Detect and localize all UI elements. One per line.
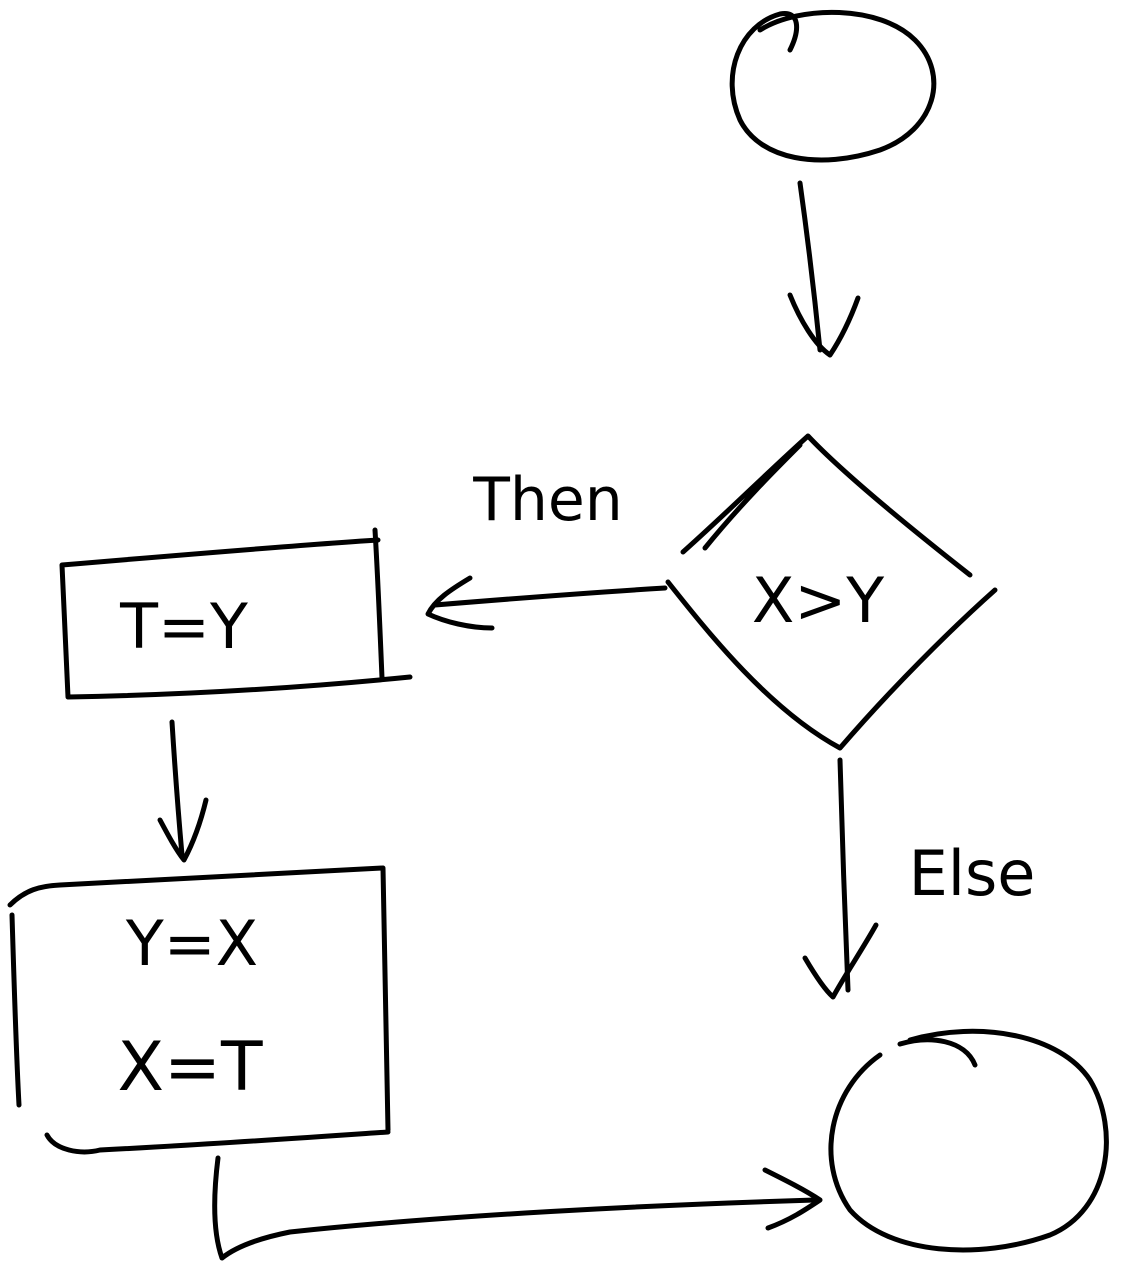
end-node	[828, 1028, 1109, 1253]
process-1-label: T=Y	[119, 590, 248, 663]
process-node-2: Y=X X=T	[7, 865, 391, 1155]
decision-node: X>Y	[665, 433, 998, 751]
start-node	[729, 9, 937, 163]
process-node-1: T=Y	[59, 527, 413, 700]
else-label: Else	[909, 837, 1036, 910]
decision-label: X>Y	[752, 564, 884, 637]
arrow-process1-to-process2	[157, 719, 209, 863]
process-2-line-2: X=T	[117, 1028, 263, 1107]
arrow-then: Then	[425, 465, 668, 631]
arrow-start-to-decision	[787, 180, 861, 358]
process-2-line-1: Y=X	[125, 907, 258, 980]
arrow-else: Else	[802, 757, 1036, 1000]
then-label: Then	[472, 465, 623, 535]
arrow-process2-to-end	[212, 1155, 823, 1261]
